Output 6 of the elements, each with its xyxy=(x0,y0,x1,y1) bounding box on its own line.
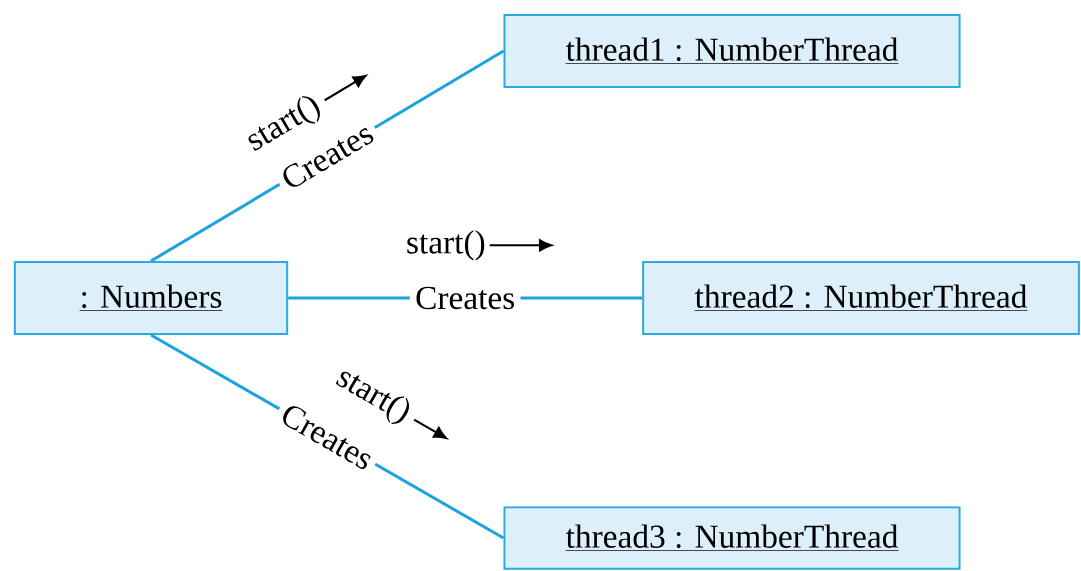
object-box: thread3 : NumberThread xyxy=(503,506,961,570)
object-box: : Numbers xyxy=(13,261,289,335)
object-box: thread1 : NumberThread xyxy=(503,14,961,88)
edge-label: Creates xyxy=(409,281,521,315)
object-box: thread2 : NumberThread xyxy=(642,261,1080,335)
message-label: start() xyxy=(407,230,485,261)
